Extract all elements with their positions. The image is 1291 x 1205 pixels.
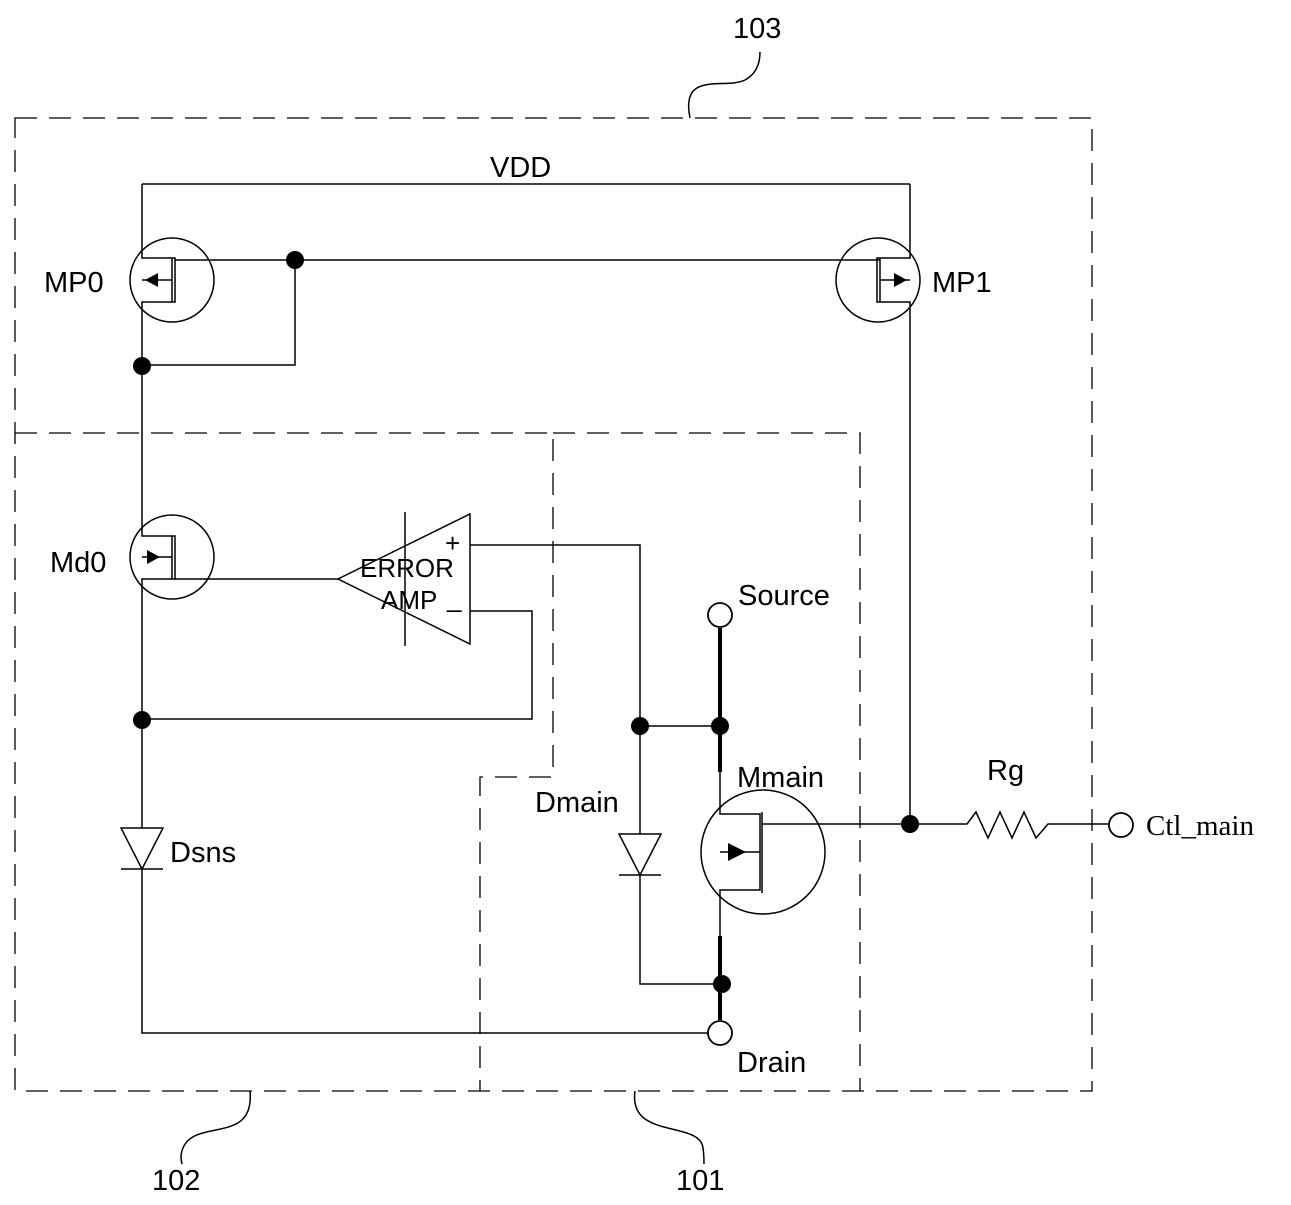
- mp1-label: MP1: [932, 267, 992, 299]
- rg-resistor: [910, 810, 1108, 840]
- error-amplifier: [142, 512, 641, 726]
- vdd-rail: [141, 183, 911, 238]
- block-102-boundary: [15, 432, 554, 1091]
- amp-minus-label: _: [446, 583, 462, 613]
- block-101-boundary: [553, 432, 861, 1091]
- source-label: Source: [738, 580, 830, 612]
- drain-label: Drain: [737, 1047, 806, 1079]
- md0-label: Md0: [50, 547, 106, 579]
- md0-transistor: [129, 366, 338, 720]
- drain-node: [713, 975, 731, 993]
- vdd-label: VDD: [490, 152, 551, 184]
- gate-node: [286, 251, 304, 269]
- amp-plus-label: +: [445, 528, 460, 558]
- dmain-diode: [617, 726, 720, 985]
- source-node: [711, 717, 729, 735]
- source-terminal: [707, 602, 733, 628]
- mmain-label: Mmain: [737, 762, 824, 794]
- leader-101: [633, 1090, 705, 1165]
- rg-label: Rg: [987, 755, 1024, 787]
- block-boundaries: [14, 117, 1093, 1092]
- amp-label-line2: AMP: [381, 585, 437, 615]
- block-101-label: 101: [676, 1165, 724, 1197]
- ctl-main-label: Ctl_main: [1146, 810, 1254, 842]
- drain-terminal: [707, 1020, 733, 1046]
- mp0-label: MP0: [44, 267, 104, 299]
- gate-tie-wire: [142, 260, 296, 366]
- mp1-transistor: [835, 237, 921, 824]
- dsns-label: Dsns: [170, 837, 236, 869]
- mp0-transistor: [129, 237, 295, 366]
- block-103-label: 103: [733, 13, 781, 45]
- dmain-label: Dmain: [535, 787, 619, 819]
- leader-103: [687, 51, 761, 119]
- amp-label-line1: ERROR: [360, 553, 454, 583]
- block-103-boundary: [14, 117, 1093, 1092]
- block-102-label: 102: [152, 1165, 200, 1197]
- leader-102: [180, 1090, 251, 1165]
- ctl-main-terminal: [1108, 812, 1134, 838]
- block-leaders: [180, 51, 761, 1165]
- mmain-transistor: [700, 772, 910, 936]
- dsns-diode: [119, 720, 708, 1034]
